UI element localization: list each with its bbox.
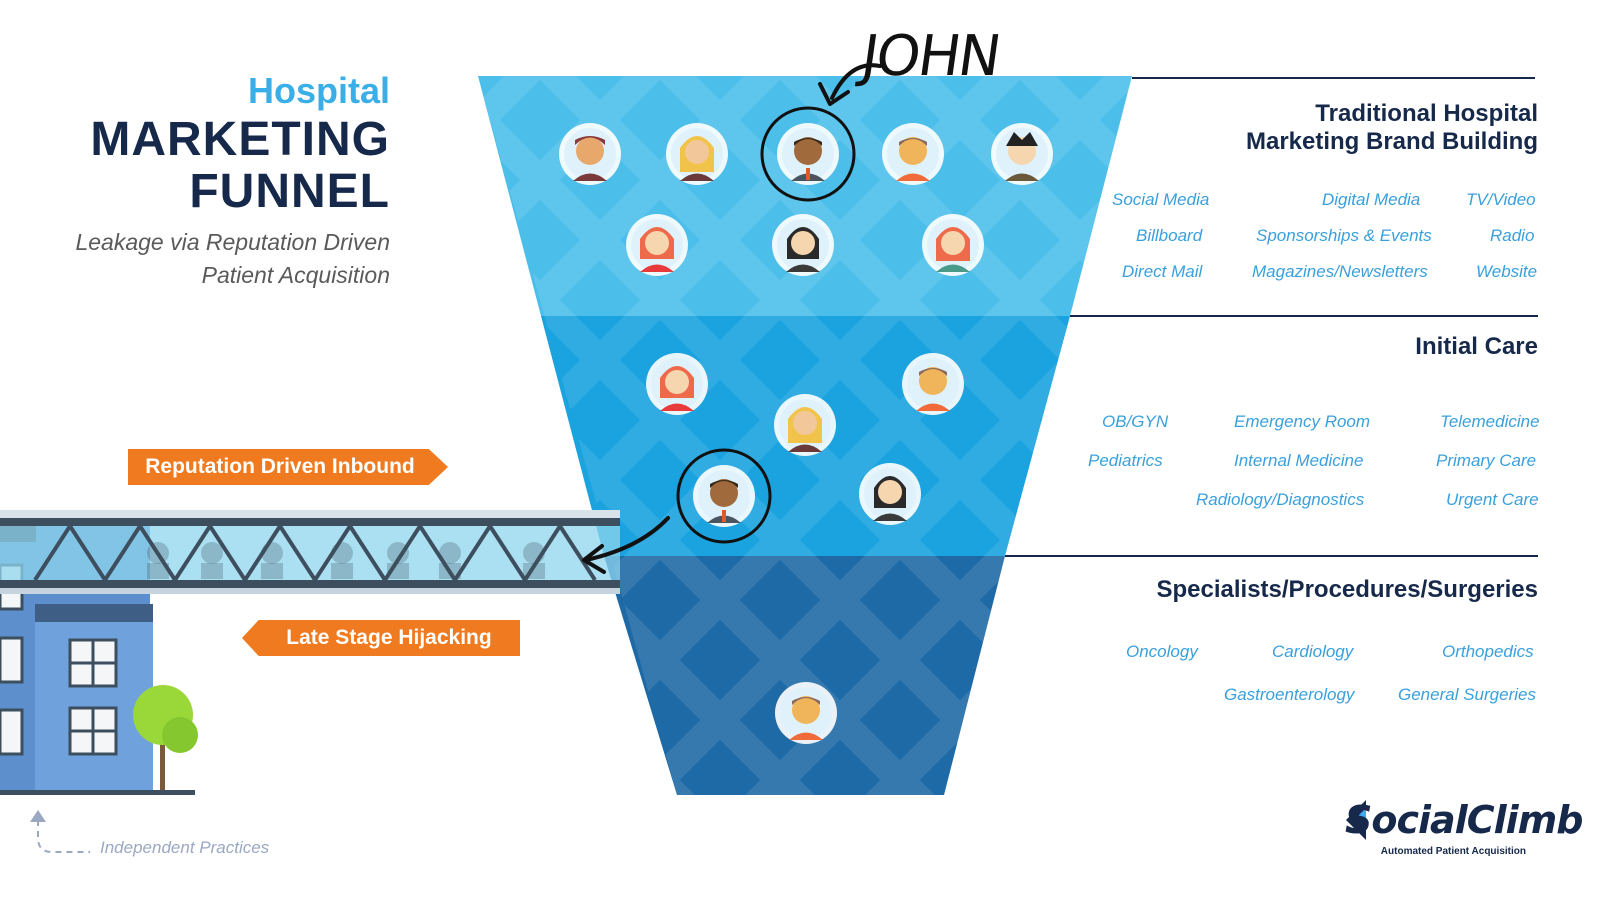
person-avatar-john [693,465,755,527]
person-avatar [991,123,1053,185]
independent-practices-label: Independent Practices [100,838,270,857]
john-label: JOHN [857,24,1004,89]
john-arrow-mid [584,516,670,562]
stage-1-item: TV/Video [1466,190,1536,209]
stage-3-item: General Surgeries [1398,685,1536,704]
john-arrow-mid-head [582,544,606,574]
stage-1-item: Magazines/Newsletters [1252,262,1428,281]
logo-socialclimb: SocialClimb [1345,798,1583,842]
stage-2-item: Telemedicine [1440,412,1540,431]
stage-2-item: Internal Medicine [1234,451,1364,470]
person-avatar [775,682,837,744]
person-avatar [902,353,964,415]
stage-1-item: Website [1476,262,1538,281]
stage-2-item: Urgent Care [1446,490,1539,509]
independent-arrow-head [30,810,46,822]
stage-2-item: Pediatrics [1088,451,1163,470]
stage-2-item: OB/GYN [1102,412,1169,431]
john-arrow-top-head [818,82,850,106]
john-circle-top [760,106,856,202]
stage-2-item: Emergency Room [1234,412,1371,431]
stage-1-item: Direct Mail [1122,262,1203,281]
stage-1-item: Digital Media [1322,190,1421,209]
title-hospital: Hospital [247,70,390,111]
stage-1-item: Radio [1490,226,1535,245]
stage-3-item: Orthopedics [1442,642,1534,661]
tag-late-stage-hijacking: Late Stage Hijacking [242,620,520,656]
subtitle-line-1: Leakage via Reputation Driven [75,229,390,255]
stage-2-item: Primary Care [1436,451,1537,470]
tree [133,685,198,790]
stage-2-item: Radiology/Diagnostics [1196,490,1365,509]
person-avatar [559,123,621,185]
john-circle-mid [676,448,772,544]
people [559,106,1053,744]
logo-mark-accent [1356,808,1366,828]
subtitle: Leakage via Reputation Driven Patient Ac… [40,226,390,292]
stage-1-item: Social Media [1112,190,1210,209]
subtitle-line-2: Patient Acquisition [201,262,390,288]
stage-1-item: Sponsorships & Events [1256,226,1432,245]
title-marketing: MARKETING [90,113,390,166]
person-avatar [666,123,728,185]
person-avatar [772,214,834,276]
stage-1-title-line-1: Traditional Hospital [1315,100,1538,127]
person-avatar [646,353,708,415]
logo-tagline: Automated Patient Acquisition [1380,846,1526,857]
stage-3-item: Oncology [1126,642,1198,661]
stage-2-title: Initial Care [1415,333,1538,360]
person-avatar [882,123,944,185]
logo-mark [1346,800,1366,840]
title-funnel: FUNNEL [189,165,390,218]
person-avatar [774,394,836,456]
stage-3-item: Cardiology [1272,642,1354,661]
stage-1-item: Billboard [1136,226,1203,245]
person-avatar [922,214,984,276]
person-avatar [859,463,921,525]
independent-arrow [37,820,90,853]
stage-1-title-line-2: Marketing Brand Building [1245,128,1538,155]
skybridge [0,510,620,594]
tag-reputation-driven-inbound: Reputation Driven Inbound [128,449,448,485]
stage-3-item: Gastroenterology [1224,685,1355,704]
stage-3-title: Specialists/Procedures/Surgeries [1156,576,1538,603]
stage-1-title: Traditional Hospital Marketing Brand Bui… [1180,100,1538,156]
person-avatar [626,214,688,276]
john-arrow-top [830,63,882,100]
person-avatar-john [777,123,839,185]
